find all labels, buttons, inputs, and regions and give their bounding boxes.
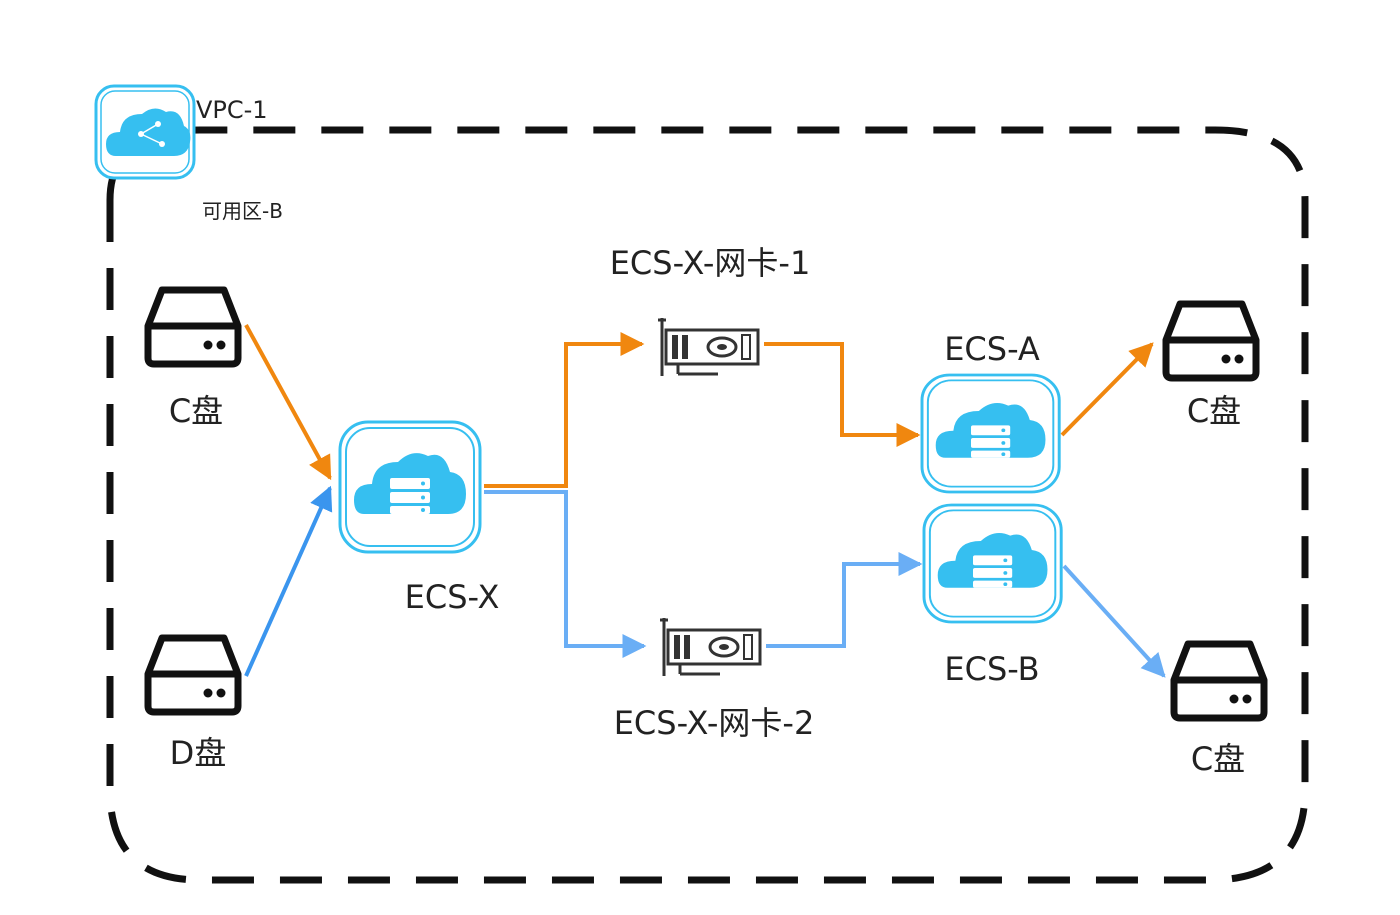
ecs-x-cloud-server-icon [338,420,482,554]
edge-ecs-b-to-c-disk [1062,564,1166,678]
zone-boundary [106,126,1309,884]
ecs-a-cloud-server-icon [920,373,1061,494]
ecs-a-label: ECS-A [944,330,1040,368]
left-d-disk-label: D盘 [170,734,227,772]
disk-icon [1174,644,1264,718]
left-c-disk-label: C盘 [169,392,223,430]
nic-1-label: ECS-X-网卡-1 [610,244,811,282]
edge-nic1-to-ecs-a [764,342,921,447]
zone-label: 可用区-B [202,199,283,223]
right-c-disk-label-a: C盘 [1187,392,1241,430]
network-card-icon [656,316,760,378]
edge-c-disk-to-ecs-x [244,324,332,481]
disk-icon [148,638,238,712]
edge-d-disk-to-ecs-x [244,485,333,677]
network-card-icon [658,616,762,678]
disk-icon [1166,304,1256,378]
edge-ecs-x-to-nic2 [484,490,647,658]
vpc-label: VPC-1 [196,96,268,124]
nic-2-label: ECS-X-网卡-2 [614,704,815,742]
edge-nic2-to-ecs-b [766,552,923,648]
vpc-cloud-icon [94,84,196,180]
edge-ecs-a-to-c-disk [1060,342,1154,437]
ecs-b-cloud-server-icon [922,503,1063,624]
edge-ecs-x-to-nic1 [484,332,645,488]
ecs-x-label: ECS-X [405,578,500,616]
ecs-b-label: ECS-B [944,650,1039,688]
disk-icon [148,290,238,364]
right-c-disk-label-b: C盘 [1191,740,1245,778]
